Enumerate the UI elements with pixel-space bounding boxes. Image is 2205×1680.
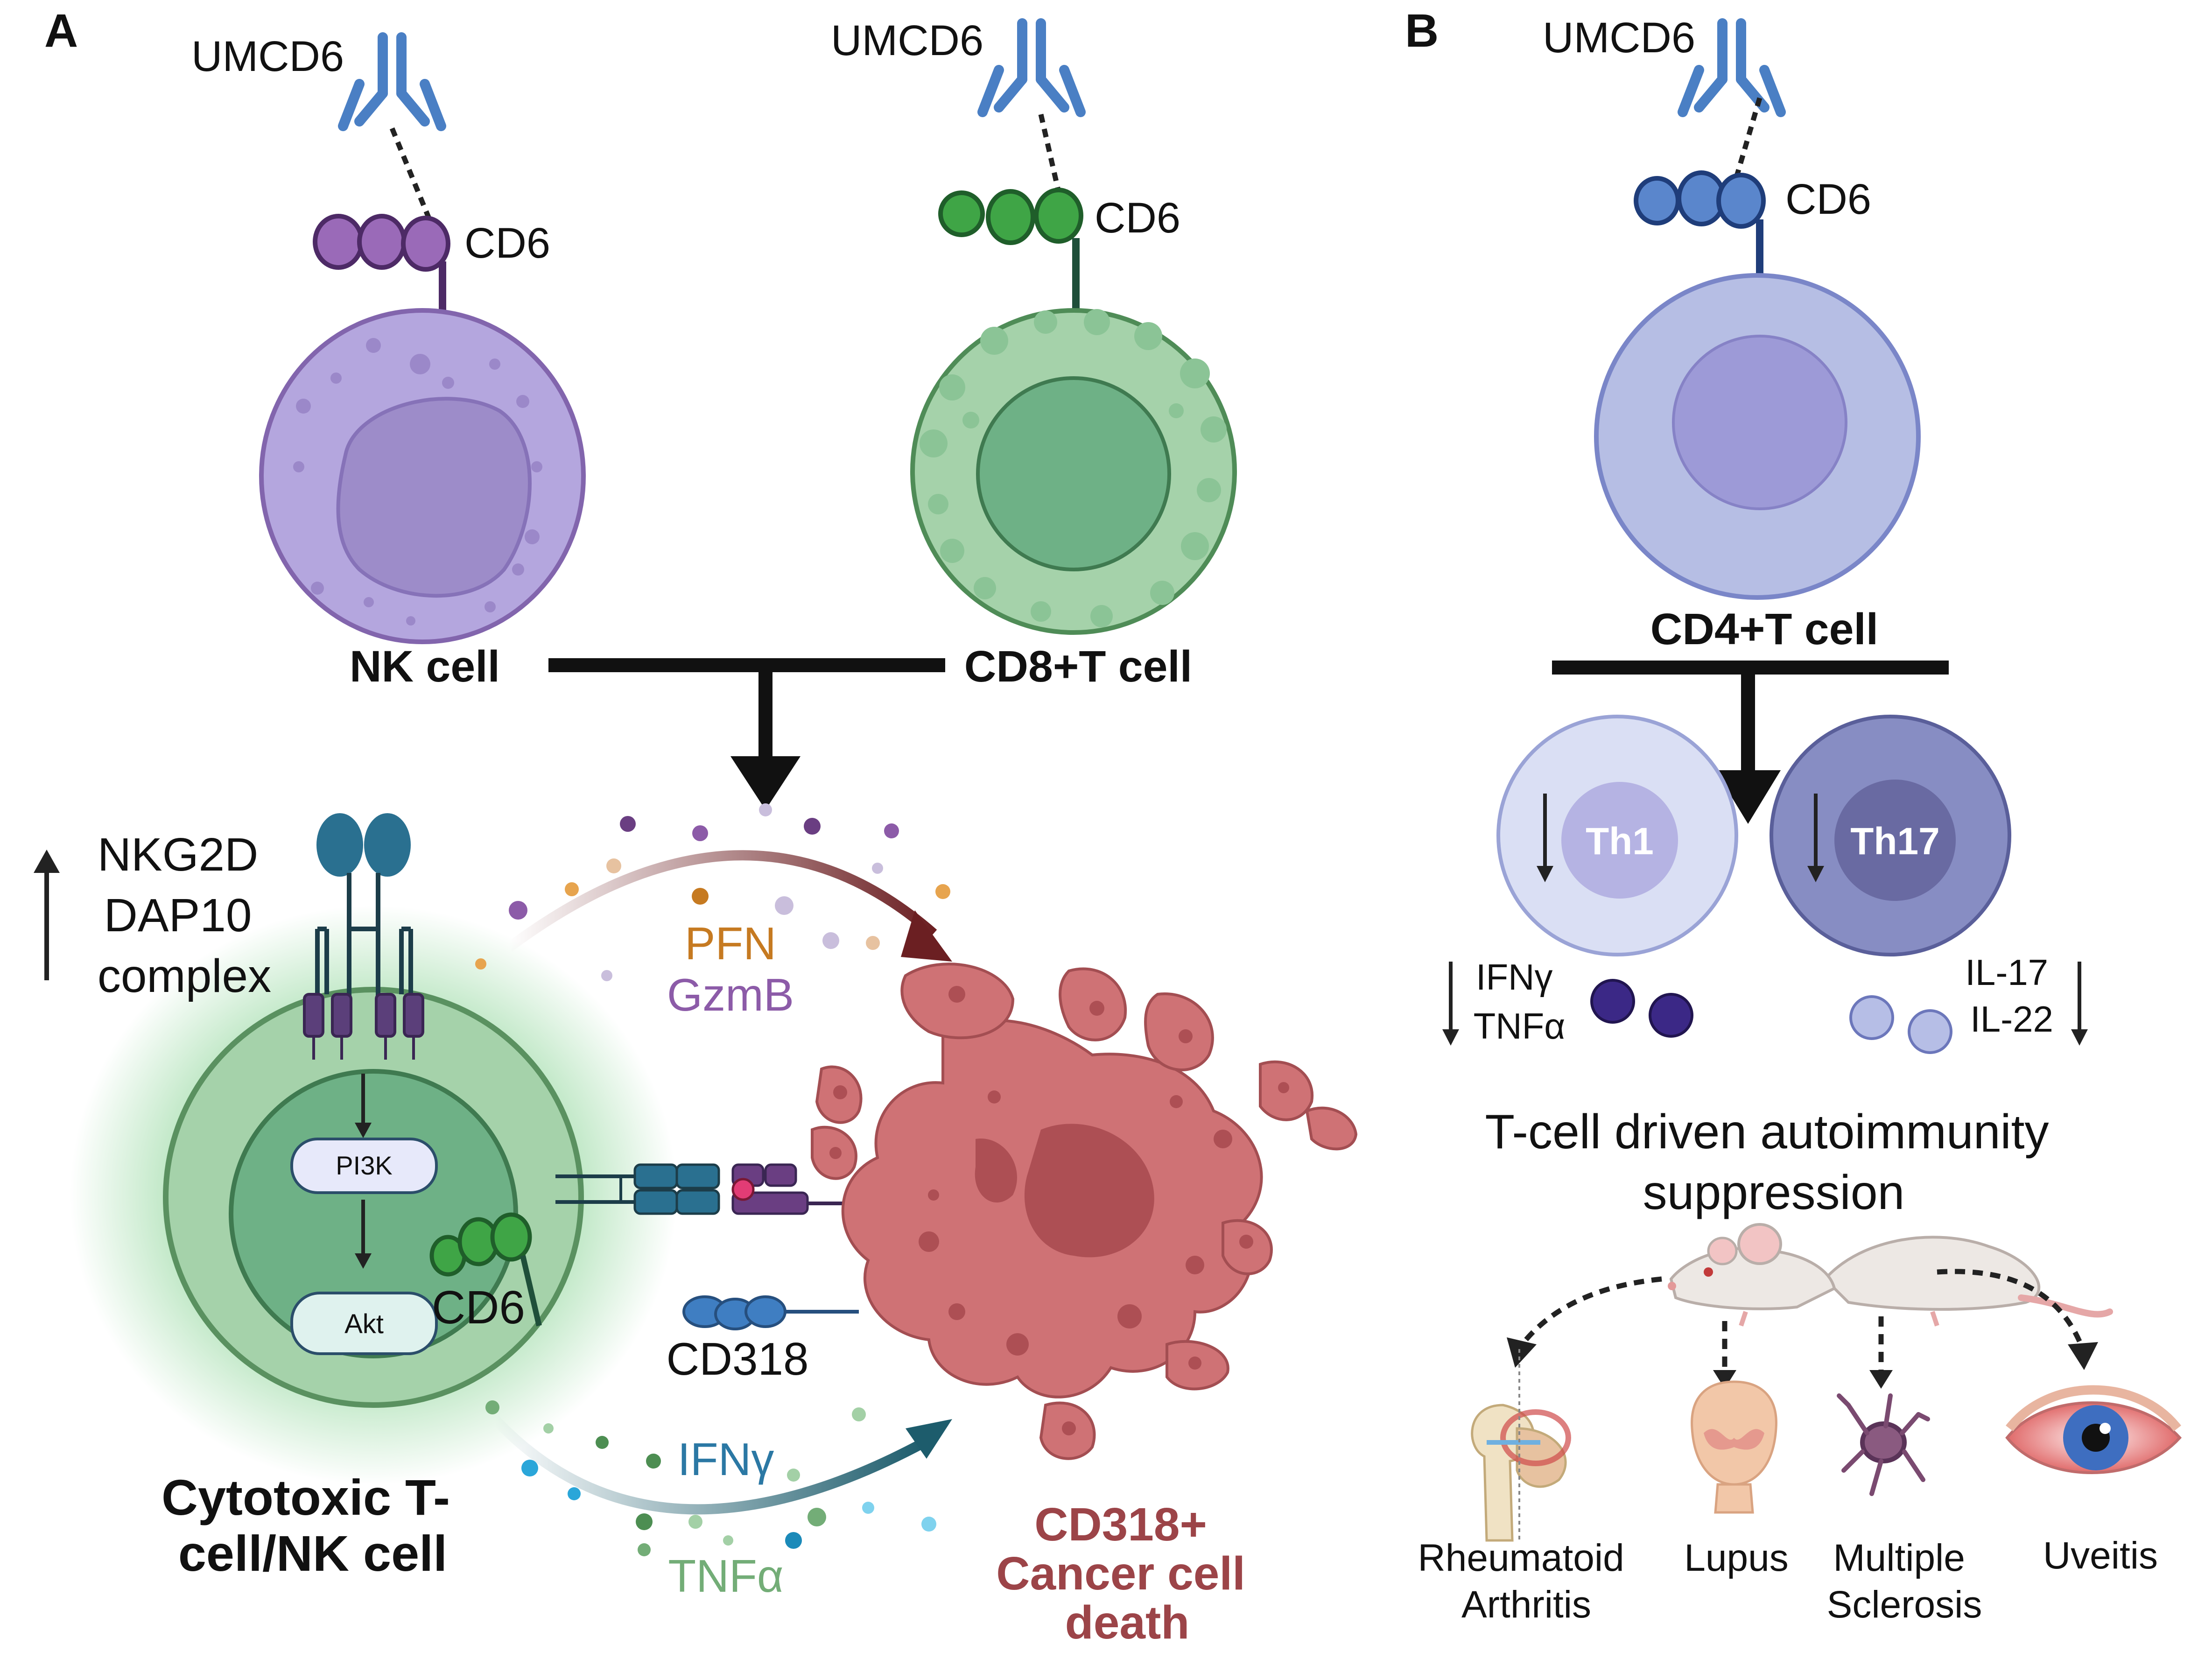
cd8-cell-group: UMCD6 CD6 CD8+T cell [831, 17, 1237, 691]
cd6-label: CD6 [1785, 176, 1871, 223]
nkg2d-receptor-icon [303, 813, 424, 1060]
disease-label-ra: Rheumatoid Arthritis [1418, 1537, 1635, 1626]
akt-node [290, 1292, 438, 1355]
effector-cell-group: NKG2D DAP10 complex PI3K Akt CD6 Cytotox… [34, 813, 677, 1582]
effector-cell-label: Cytotoxic T- cell/NK cell [162, 1469, 464, 1582]
synapse-complex [555, 1163, 850, 1215]
differentiation-arrow [1552, 661, 1949, 824]
lupus-face-icon [1691, 1380, 1777, 1514]
ligand-dot [731, 1178, 755, 1201]
cd4-cell-label: CD4+T cell [1650, 605, 1878, 654]
akt-label: Akt [344, 1309, 384, 1339]
cd6-label: CD6 [1095, 194, 1180, 242]
svg-text:IFNγ TNFα: IFNγ TNFα [1474, 956, 1566, 1047]
granule-release-arrow [506, 850, 952, 962]
disease-label-uveitis: Uveitis [2043, 1534, 2158, 1577]
th1-cell-group: Th1 [1496, 715, 1738, 956]
pi3k-node [290, 1138, 438, 1194]
cytokine-particles [485, 1400, 936, 1556]
convergence-arrow [548, 658, 945, 810]
nk-cell-icon [259, 308, 586, 644]
th1-label: Th1 [1586, 820, 1654, 863]
umcd6-antibody-icon [1678, 18, 1786, 117]
binding-dotted-line [1734, 97, 1763, 178]
cd8-cell-label: CD8+T cell [964, 642, 1192, 691]
granule-particles [475, 803, 950, 981]
cd6-receptor-icon [313, 214, 450, 322]
cd318-receptor-icon [682, 1295, 859, 1330]
umcd6-label: UMCD6 [831, 17, 983, 64]
tnfa-label: TNFα [668, 1550, 783, 1602]
mouse-icon [1668, 1223, 2113, 1327]
th17-cell-group: Th17 [1770, 715, 2011, 956]
umcd6-label: UMCD6 [1543, 14, 1695, 62]
th17-cytokines: IL-17 IL-22 [1849, 952, 2088, 1054]
disease-label-lupus: Lupus [1684, 1537, 1788, 1579]
autoimmunity-suppression-label: T-cell driven autoimmunity suppression [1485, 1105, 2063, 1220]
cd4-cell-group: UMCD6 CD6 CD4+T cell [1543, 14, 1921, 654]
cytokine-release-arrow [491, 1415, 952, 1515]
disease-arrows [1522, 1269, 2085, 1370]
cd4-nucleus-icon [1672, 335, 1847, 510]
svg-text:IL-17 IL-22: IL-17 IL-22 [1965, 952, 2058, 1040]
disease-arrowheads [1507, 1337, 2098, 1389]
nkg2d-complex-label: NKG2D DAP10 complex [98, 829, 271, 1002]
th1-cytokines: IFNγ TNFα [1442, 956, 1693, 1047]
cd318-label: CD318 [666, 1333, 808, 1385]
panel-b-letter: B [1405, 5, 1439, 57]
neuron-icon [1837, 1393, 1930, 1496]
gzmb-label: GzmB [667, 969, 794, 1020]
disease-label-ms: Multiple Sclerosis [1827, 1537, 1982, 1626]
nk-cell-label: NK cell [350, 642, 500, 691]
umcd6-label: UMCD6 [191, 33, 344, 80]
cd6-effector-label: CD6 [432, 1281, 525, 1334]
cd8-cell-icon [910, 308, 1237, 635]
cancer-cell-icon [811, 963, 1358, 1460]
umcd6-antibody-icon [338, 32, 446, 131]
umcd6-antibody-icon [977, 18, 1086, 117]
cd6-label: CD6 [464, 219, 550, 267]
panel-a-letter: A [44, 5, 78, 57]
eye-icon [2005, 1385, 2182, 1474]
cd6-receptor-icon [429, 1212, 542, 1327]
cancer-death-label: CD318+ Cancer cell death [996, 1498, 1258, 1649]
ifng-label: IFNγ [678, 1434, 774, 1485]
pi3k-label: PI3K [336, 1151, 392, 1180]
th17-label: Th17 [1850, 820, 1939, 863]
th17-nucleus-icon [1834, 780, 1956, 901]
nk-cell-group: UMCD6 CD6 NK cell [191, 32, 586, 691]
th1-nucleus-icon [1561, 782, 1678, 899]
upregulation-arrow [34, 850, 60, 980]
binding-dotted-line [389, 127, 432, 221]
binding-dotted-line [1038, 113, 1062, 197]
knee-joint-icon [1471, 1349, 1571, 1542]
pfn-label: PFN [685, 918, 776, 969]
cd6-receptor-icon [938, 188, 1083, 322]
